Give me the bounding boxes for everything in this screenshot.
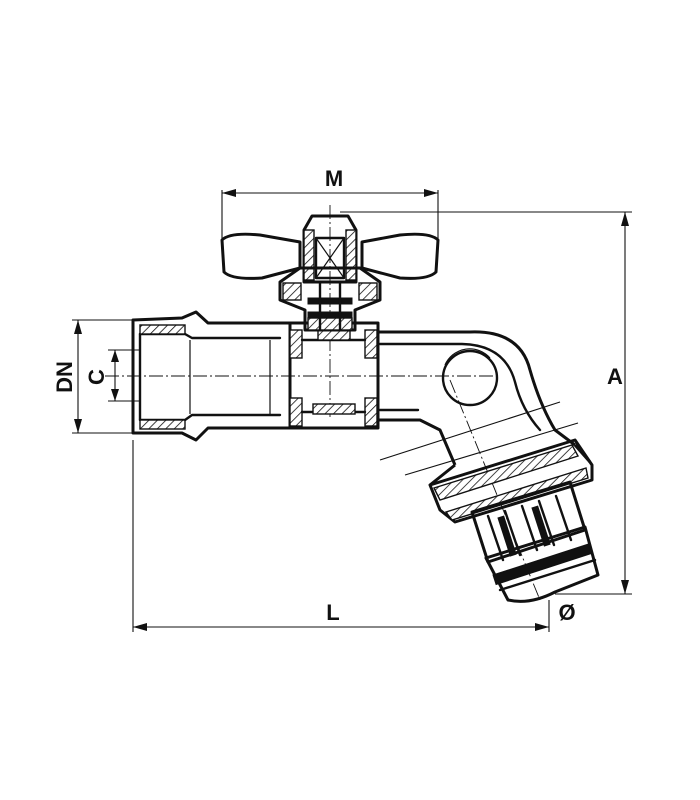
- outlet-nozzle: [428, 438, 600, 603]
- dimension-l: L: [132, 440, 550, 632]
- butterfly-handle: [220, 214, 440, 332]
- dimension-m: M: [221, 166, 439, 245]
- label-m: M: [325, 166, 343, 191]
- outlet-centerline: [449, 379, 541, 601]
- valve-body: [131, 310, 592, 487]
- label-a: A: [607, 364, 623, 389]
- label-outlet: Ø: [558, 600, 575, 625]
- dimension-dn: DN: [52, 319, 140, 434]
- label-l: L: [326, 600, 339, 625]
- label-c: C: [84, 369, 109, 385]
- dimension-c: C: [84, 349, 140, 402]
- dimension-a: A: [340, 211, 632, 595]
- dimension-outlet: Ø: [379, 401, 579, 625]
- label-dn: DN: [52, 361, 77, 393]
